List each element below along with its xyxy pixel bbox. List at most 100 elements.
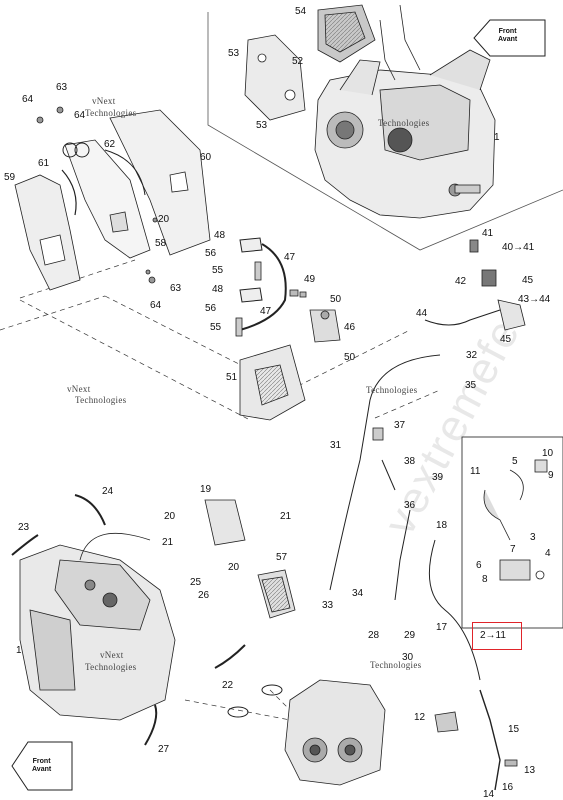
callout-56[interactable]: 56 bbox=[205, 303, 217, 314]
part-49-connector bbox=[289, 289, 307, 298]
callout-53[interactable]: 53 bbox=[256, 120, 268, 131]
callout-56[interactable]: 56 bbox=[205, 248, 217, 259]
watermark-4: Technologies bbox=[378, 118, 430, 128]
callout-32[interactable]: 32 bbox=[466, 350, 478, 361]
callout-43[interactable]: 43→44 bbox=[518, 294, 551, 305]
callout-11[interactable]: 11 bbox=[470, 466, 481, 477]
callout-42[interactable]: 42 bbox=[455, 276, 467, 287]
callout-63[interactable]: 63 bbox=[56, 82, 68, 93]
callout-38[interactable]: 38 bbox=[404, 456, 416, 467]
callout-44[interactable]: 44 bbox=[416, 308, 428, 319]
callout-18[interactable]: 18 bbox=[436, 520, 448, 531]
callout-63[interactable]: 63 bbox=[170, 283, 182, 294]
callout-51[interactable]: 51 bbox=[226, 372, 238, 383]
part-62-belt bbox=[104, 149, 146, 196]
callout-7[interactable]: 7 bbox=[510, 544, 516, 555]
front-label-bottom: Front Avant bbox=[32, 758, 52, 773]
callout-58[interactable]: 58 bbox=[155, 238, 167, 249]
callout-31[interactable]: 31 bbox=[330, 440, 342, 451]
callout-29[interactable]: 29 bbox=[404, 630, 416, 641]
callout-27[interactable]: 27 bbox=[158, 744, 170, 755]
part-54-module bbox=[317, 4, 421, 81]
engine-bottom bbox=[19, 533, 176, 721]
callout-20[interactable]: 20 bbox=[164, 511, 176, 522]
callout-21[interactable]: 21 bbox=[280, 511, 292, 522]
watermark-3: Technologies bbox=[366, 385, 418, 395]
part-31-cable bbox=[329, 354, 441, 591]
part-22-hose bbox=[214, 644, 246, 669]
callout-12[interactable]: 12 bbox=[414, 712, 426, 723]
callout-37[interactable]: 37 bbox=[394, 420, 406, 431]
callout-16[interactable]: 16 bbox=[502, 782, 514, 793]
callout-20[interactable]: 20 bbox=[228, 562, 240, 573]
callout-48[interactable]: 48 bbox=[214, 230, 226, 241]
callout-1[interactable]: 1 bbox=[16, 645, 22, 656]
front-label-top: Front Avant bbox=[498, 28, 518, 43]
callout-36[interactable]: 36 bbox=[404, 500, 416, 511]
watermark-5: vNext bbox=[100, 650, 124, 660]
callout-61[interactable]: 61 bbox=[38, 158, 50, 169]
watermark-2b: Technologies bbox=[75, 395, 127, 405]
callout-52[interactable]: 52 bbox=[292, 56, 304, 67]
callout-14[interactable]: 14 bbox=[483, 789, 495, 800]
callout-33[interactable]: 33 bbox=[322, 600, 334, 611]
callout-55[interactable]: 55 bbox=[210, 322, 222, 333]
callout-48[interactable]: 48 bbox=[212, 284, 224, 295]
callout-55[interactable]: 55 bbox=[212, 265, 224, 276]
callout-24[interactable]: 24 bbox=[102, 486, 114, 497]
callout-50[interactable]: 50 bbox=[330, 294, 342, 305]
callout-35[interactable]: 35 bbox=[465, 380, 477, 391]
callout-8[interactable]: 8 bbox=[482, 574, 488, 585]
part-27-hose bbox=[144, 704, 158, 746]
callout-41[interactable]: 41 bbox=[482, 228, 494, 239]
callout-54[interactable]: 54 bbox=[295, 6, 307, 17]
part-42-clamp bbox=[481, 269, 497, 287]
callout-64[interactable]: 64 bbox=[74, 110, 86, 121]
callout-30[interactable]: 30 bbox=[402, 652, 414, 663]
part-41-nut bbox=[469, 239, 479, 253]
callout-64[interactable]: 64 bbox=[150, 300, 162, 311]
callout-6[interactable]: 6 bbox=[476, 560, 482, 571]
callout-46[interactable]: 46 bbox=[344, 322, 356, 333]
callout-15[interactable]: 15 bbox=[508, 724, 520, 735]
callout-64[interactable]: 64 bbox=[22, 94, 34, 105]
callout-13[interactable]: 13 bbox=[524, 765, 536, 776]
callout-19[interactable]: 19 bbox=[200, 484, 212, 495]
callout-17[interactable]: 17 bbox=[436, 622, 448, 633]
callout-45[interactable]: 45 bbox=[522, 275, 534, 286]
callout-60[interactable]: 60 bbox=[200, 152, 212, 163]
callout-25[interactable]: 25 bbox=[190, 577, 202, 588]
part-58-guard bbox=[64, 139, 151, 259]
callout-26[interactable]: 26 bbox=[198, 590, 210, 601]
callout-2[interactable]: 2→11 bbox=[480, 630, 506, 641]
part-23-hose bbox=[11, 534, 39, 556]
callout-21[interactable]: 21 bbox=[162, 537, 174, 548]
callout-49[interactable]: 49 bbox=[304, 274, 316, 285]
callout-22[interactable]: 22 bbox=[222, 680, 234, 691]
callout-57[interactable]: 57 bbox=[276, 552, 288, 563]
part-44-cable bbox=[424, 309, 501, 326]
callout-45[interactable]: 45 bbox=[500, 334, 512, 345]
watermark-2: vNext bbox=[67, 384, 91, 394]
watermark-1: Technologies bbox=[85, 108, 137, 118]
callout-20[interactable]: 20 bbox=[158, 214, 170, 225]
callout-3[interactable]: 3 bbox=[530, 532, 536, 543]
callout-34[interactable]: 34 bbox=[352, 588, 364, 599]
callout-1[interactable]: 1 bbox=[494, 132, 500, 143]
callout-50[interactable]: 50 bbox=[344, 352, 356, 363]
callout-23[interactable]: 23 bbox=[18, 522, 30, 533]
callout-40[interactable]: 40→41 bbox=[502, 242, 535, 253]
callout-28[interactable]: 28 bbox=[368, 630, 380, 641]
callout-47[interactable]: 47 bbox=[260, 306, 272, 317]
callout-47[interactable]: 47 bbox=[284, 252, 296, 263]
part-52-bracket bbox=[244, 34, 306, 121]
callout-5[interactable]: 5 bbox=[512, 456, 518, 467]
callout-10[interactable]: 10 bbox=[542, 448, 554, 459]
callout-53[interactable]: 53 bbox=[228, 48, 240, 59]
callout-9[interactable]: 9 bbox=[548, 470, 554, 481]
callout-59[interactable]: 59 bbox=[4, 172, 16, 183]
part-19-bracket bbox=[204, 499, 246, 546]
callout-39[interactable]: 39 bbox=[432, 472, 444, 483]
callout-4[interactable]: 4 bbox=[545, 548, 551, 559]
callout-62[interactable]: 62 bbox=[104, 139, 116, 150]
